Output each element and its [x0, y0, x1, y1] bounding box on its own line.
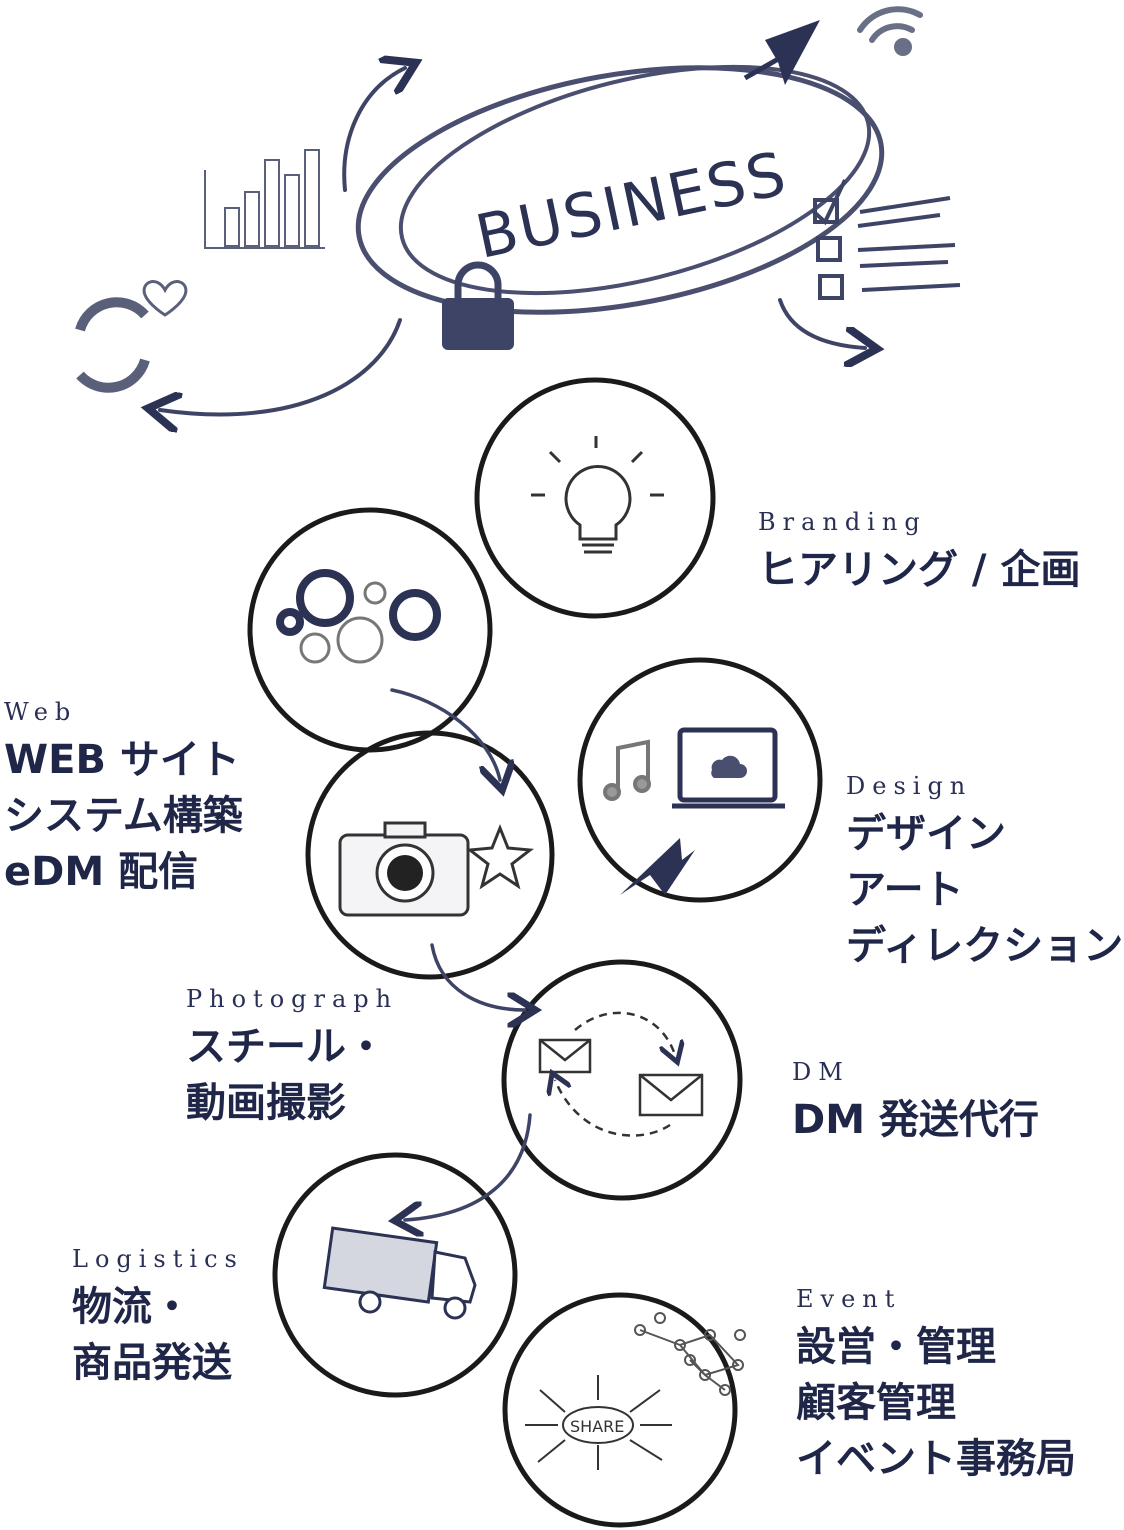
music-note-icon [603, 739, 651, 801]
envelope-icon [538, 1038, 592, 1074]
camera-icon [338, 821, 470, 917]
lock-icon [442, 261, 514, 350]
dm-circle [501, 959, 743, 1201]
truck-icon [322, 1226, 477, 1320]
design-line-2: アート [846, 867, 964, 913]
logistics-line-1: 物流・ [72, 1284, 192, 1330]
event-label: Event 設営・管理 顧客管理 イベント事務局 [796, 1285, 1076, 1487]
web-label: Web WEB サイト システム構築 eDM 配信 [4, 698, 243, 900]
business-sketch [355, 64, 885, 315]
wifi-icon [857, 6, 923, 56]
photograph-label: Photograph スチール・ 動画撮影 [186, 985, 398, 1131]
refresh-icon [75, 297, 150, 393]
event-line-1: 設営・管理 [796, 1324, 996, 1370]
checklist-icon [810, 179, 961, 300]
web-line-3: eDM 配信 [4, 849, 199, 895]
business-word: BUSINESS [470, 139, 793, 273]
branding-line: ヒアリング / 企画 [758, 547, 1081, 593]
bar-chart-sketch-icon [204, 149, 325, 249]
envelope-large-icon [638, 1073, 704, 1117]
flow-arrows [392, 688, 530, 1220]
branding-en: Branding [758, 508, 927, 536]
heart-icon [142, 280, 188, 317]
send-arrow-icon [743, 20, 820, 85]
branding-label: Branding ヒアリング / 企画 [758, 508, 1080, 598]
share-word: SHARE [570, 1417, 624, 1436]
photograph-en: Photograph [186, 985, 399, 1013]
laptop-icon [672, 727, 785, 809]
design-line-1: デザイン [846, 811, 1006, 857]
photograph-circle [305, 730, 555, 980]
event-line-3: イベント事務局 [796, 1436, 1076, 1482]
web-en: Web [4, 698, 78, 726]
cloud-icon [711, 755, 747, 778]
design-label: Design デザイン アート ディレクション [846, 772, 1123, 974]
dashed-cycle-arrows [555, 1011, 675, 1137]
share-icon [525, 1375, 672, 1470]
cycle-arrows [160, 68, 865, 414]
gears-icon [276, 569, 441, 641]
dm-line: DM 発送代行 [792, 1097, 1039, 1143]
branding-circle [474, 377, 716, 619]
lightbulb-icon [531, 436, 664, 554]
gears-outline-icon [299, 581, 387, 664]
design-circle [577, 657, 823, 903]
event-line-2: 顧客管理 [796, 1380, 956, 1426]
photograph-line-1: スチール・ [186, 1024, 386, 1070]
logistics-circle [272, 1152, 518, 1398]
cursor-arrow-icon [620, 838, 695, 895]
design-en: Design [846, 772, 973, 800]
design-line-3: ディレクション [846, 923, 1124, 969]
star-icon [466, 823, 534, 890]
dm-en: DM [792, 1058, 850, 1086]
web-line-2: システム構築 [4, 793, 243, 839]
event-circle [502, 1292, 738, 1528]
logistics-line-2: 商品発送 [72, 1340, 232, 1386]
event-en: Event [796, 1285, 902, 1313]
network-icon [634, 1312, 746, 1396]
photograph-line-2: 動画撮影 [186, 1080, 346, 1126]
web-line-1: WEB サイト [4, 737, 240, 783]
logistics-en: Logistics [72, 1245, 244, 1273]
logistics-label: Logistics 物流・ 商品発送 [72, 1245, 244, 1391]
dm-label: DM DM 発送代行 [792, 1058, 1039, 1148]
